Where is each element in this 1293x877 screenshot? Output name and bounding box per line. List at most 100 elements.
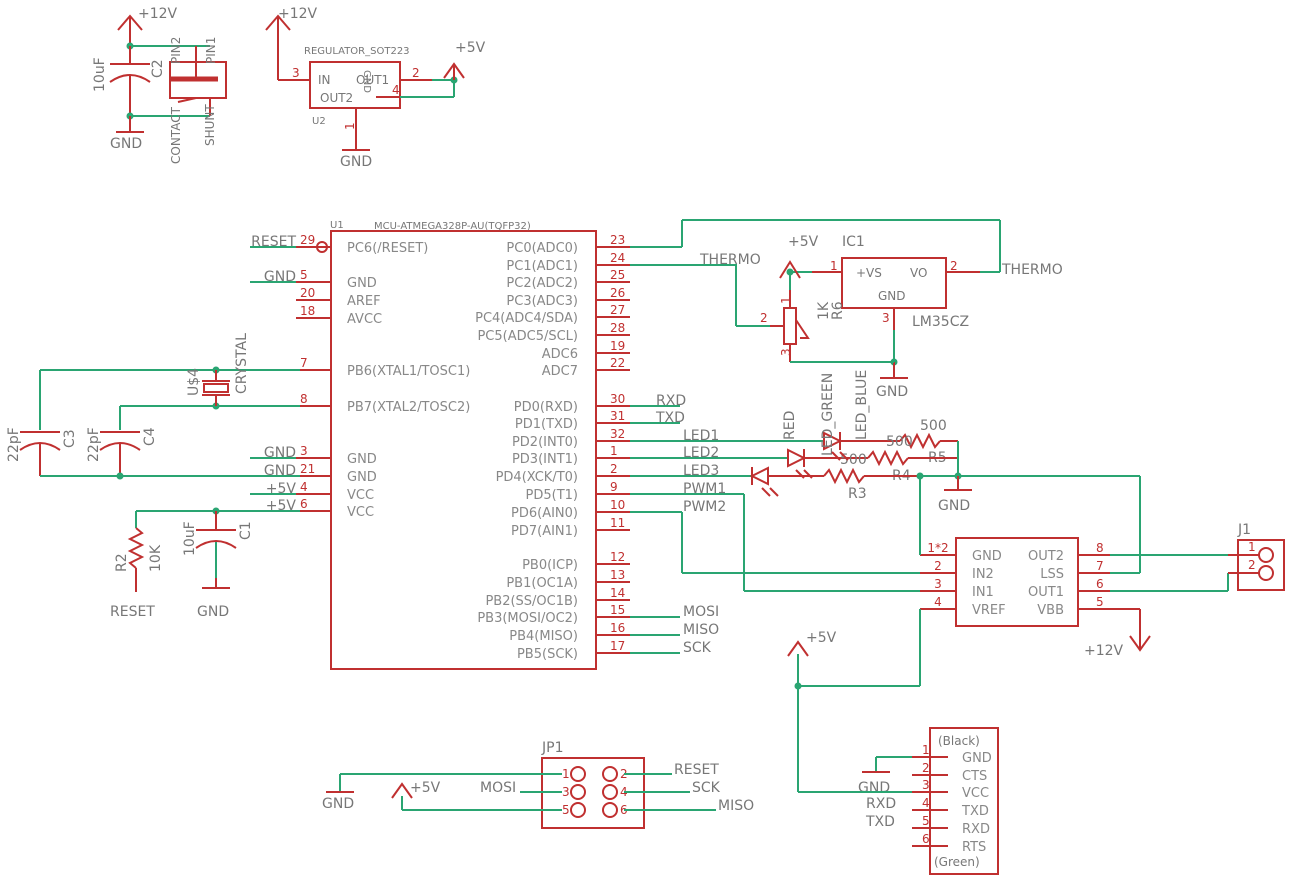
driver-left-pin-name: GND	[972, 549, 1002, 564]
jp1-net-sck: SCK	[692, 780, 721, 796]
led-blue	[787, 448, 807, 468]
j1-ref: J1	[1237, 522, 1251, 538]
ftdi-pin-num: 6	[922, 832, 930, 846]
ftdi-pin-name: CTS	[962, 769, 987, 784]
mcu-right-pin-name: PD2(INT0)	[512, 435, 578, 450]
driver-left-pin-num: 3	[934, 577, 942, 591]
thermo-net-ic1: THERMO	[1001, 262, 1063, 278]
ftdi-pin-num: 3	[922, 778, 930, 792]
ftdi-net-rxd: RXD	[866, 796, 896, 812]
switch-contact: CONTACT	[169, 106, 183, 164]
driver-right-pin-name: VBB	[1037, 603, 1064, 618]
mcu-right-pin-num: 27	[610, 303, 625, 317]
svg-text:3: 3	[292, 66, 300, 80]
mcu-right-pins: 23PC0(ADC0)24PC1(ADC1)25PC2(ADC2)26PC3(A…	[475, 233, 744, 662]
ftdi-pin-name: RTS	[962, 840, 986, 855]
supply-arrow-5v-reg	[443, 62, 465, 79]
mcu-right-pin-name: PC2(ADC2)	[506, 276, 578, 291]
mcu-right-pin-name: PC5(ADC5/SCL)	[477, 329, 578, 344]
svg-text:4: 4	[392, 83, 400, 97]
mcu-right-pin-name: PB0(ICP)	[522, 558, 578, 573]
regulator-ref: U2	[312, 116, 326, 127]
c1-value: 10uF	[182, 521, 198, 556]
gnd-label-c2: GND	[110, 136, 142, 152]
driver-right-pin-name: LSS	[1040, 567, 1064, 582]
mcu-right-pin-num: 32	[610, 427, 625, 441]
switch-shunt: SHUNT	[203, 104, 217, 146]
mcu-left-pin-name: PB6(XTAL1/TOSC1)	[347, 364, 470, 379]
c2-value: 10uF	[92, 57, 108, 92]
mcu-left-pin-name: GND	[347, 452, 377, 467]
c4-value: 22pF	[86, 427, 102, 462]
mcu-left-pin-num: 21	[300, 462, 315, 476]
ftdi-pin-name: VCC	[962, 786, 989, 801]
jp1-pin	[570, 784, 586, 800]
led-green	[823, 431, 843, 451]
led-blue-label: LED_BLUE	[854, 370, 870, 440]
mcu-right-pin-num: 22	[610, 356, 625, 370]
label-5v-jp1: +5V	[410, 780, 441, 796]
jp1-pin-num: 3	[562, 785, 570, 799]
driver-left-pin-name: IN1	[972, 585, 994, 600]
mcu-right-net-label: MISO	[683, 622, 719, 638]
mcu-block: U1 MCU-ATMEGA328P-AU(TQFP32) 29PC6(/RESE…	[250, 220, 744, 670]
led-red	[749, 466, 769, 486]
mcu-left-pin-name: PB7(XTAL2/TOSC2)	[347, 400, 470, 415]
crystal-body	[203, 383, 229, 393]
ftdi-pin-num: 2	[922, 761, 930, 775]
mcu-right-pin-name: PC4(ADC4/SDA)	[475, 311, 578, 326]
mcu-right-pin-name: PB3(MOSI/OC2)	[477, 611, 578, 626]
svg-text:1: 1	[779, 296, 793, 304]
gnd-label-jp1: GND	[322, 796, 354, 812]
driver-left-pin-name: VREF	[972, 603, 1006, 618]
gnd-label-reg: GND	[340, 154, 372, 170]
ic1-vs: +VS	[856, 266, 882, 280]
jp1-pin	[602, 784, 618, 800]
supply-arrow-5v-ic1	[779, 260, 801, 279]
svg-text:3: 3	[779, 348, 793, 356]
r2-net: RESET	[110, 604, 155, 620]
mcu-left-pin-num: 4	[300, 480, 308, 494]
mcu-right-pin-name: PD1(TXD)	[515, 417, 578, 432]
r6-block: 2 1 3 1K R6 THERMO	[699, 252, 894, 363]
mcu-right-net-label: SCK	[683, 640, 712, 656]
r6-value: 1K	[816, 301, 832, 320]
label-12v-left: +12V	[138, 6, 178, 22]
mcu-right-pin-num: 2	[610, 462, 618, 476]
ic1-ref: IC1	[842, 234, 865, 250]
c4-name: C4	[142, 427, 158, 446]
svg-text:2: 2	[1248, 558, 1256, 572]
mcu-left-pin-name: VCC	[347, 488, 374, 503]
svg-text:2: 2	[760, 311, 768, 325]
ftdi-footer: (Green)	[934, 855, 980, 869]
mcu-left-pin-name: VCC	[347, 505, 374, 520]
svg-text:3: 3	[882, 311, 890, 325]
mcu-right-pin-name: PC0(ADC0)	[506, 241, 578, 256]
supply-arrow-5v-jp1	[391, 782, 413, 799]
label-5v-driver: +5V	[806, 630, 837, 646]
supply-arrow-12v-driver	[1129, 635, 1151, 652]
driver-right-pin-name: OUT2	[1028, 549, 1064, 564]
mcu-left-pin-num: 18	[300, 304, 315, 318]
mcu-part: MCU-ATMEGA328P-AU(TQFP32)	[374, 221, 531, 232]
mcu-right-pin-name: PD0(RXD)	[514, 400, 578, 415]
switch-pin1: PIN1	[204, 37, 218, 64]
mcu-right-pin-name: PD3(INT1)	[512, 452, 578, 467]
mcu-right-pin-num: 26	[610, 286, 625, 300]
mcu-right-pin-num: 31	[610, 409, 625, 423]
jp1-pin-num: 2	[620, 767, 628, 781]
crystal-block: U$4 CRYSTAL 22pF C3 22pF C4	[6, 333, 300, 480]
mcu-right-pin-num: 12	[610, 550, 625, 564]
mcu-right-pin-name: PB2(SS/OC1B)	[485, 594, 578, 609]
mcu-right-pin-num: 10	[610, 498, 625, 512]
mcu-left-pin-name: GND	[347, 276, 377, 291]
mcu-right-pin-name: PD5(T1)	[526, 488, 578, 503]
regulator-in: IN	[318, 73, 331, 87]
c2-name: C2	[150, 59, 166, 78]
r5-value: 500	[920, 418, 947, 434]
ftdi-pin-num: 1	[922, 743, 930, 757]
label-12v-reg: +12V	[278, 6, 318, 22]
mcu-right-net-label: TXD	[655, 410, 685, 426]
